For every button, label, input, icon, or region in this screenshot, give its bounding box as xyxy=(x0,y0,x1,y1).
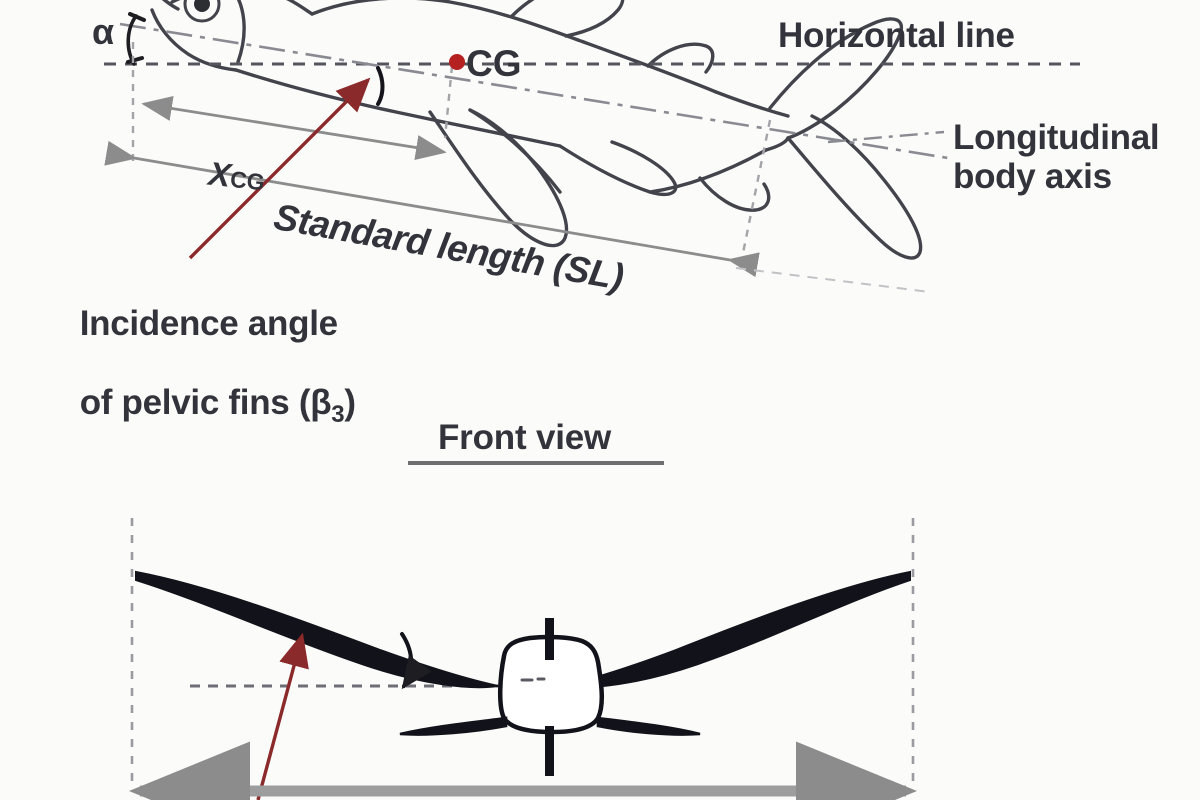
x-cg-subscript: CG xyxy=(228,165,266,196)
left-pectoral-fin xyxy=(135,570,499,689)
label-incidence-angle: Incidence angle of pelvic fins (β3) xyxy=(42,265,356,468)
front-view-title-underline xyxy=(408,461,664,465)
label-longitudinal-body-axis: Longitudinal body axis xyxy=(953,118,1160,197)
right-pectoral-fin xyxy=(561,570,911,689)
label-x-cg: XCG xyxy=(166,115,270,235)
front-view-angle-pointer-arrow xyxy=(256,632,309,800)
beta3-angle-arc xyxy=(376,66,385,106)
fish-body-front xyxy=(498,634,604,735)
incidence-angle-close-paren: ) xyxy=(344,382,356,422)
dihedral-angle-arc xyxy=(400,632,432,690)
ventral-fin-front xyxy=(545,726,554,776)
front-view-title: Front view xyxy=(438,418,612,457)
incidence-angle-line-2: of pelvic fins (β xyxy=(79,382,332,422)
longitudinal-axis-leader xyxy=(827,130,945,144)
incidence-angle-line-1: Incidence angle xyxy=(79,304,338,344)
sl-right-extension xyxy=(740,119,772,259)
alpha-arc-tick-top xyxy=(128,12,146,22)
fish-eye xyxy=(183,0,221,23)
label-horizontal-line: Horizontal line xyxy=(778,16,1015,55)
incidence-angle-subscript: 3 xyxy=(331,400,345,428)
label-cg: CG xyxy=(466,43,522,84)
right-pelvic-fin xyxy=(596,716,701,736)
xcg-right-extension xyxy=(443,65,454,139)
cg-marker-dot xyxy=(449,54,465,70)
alpha-angle-arc xyxy=(126,14,138,66)
dorsal-fin-front xyxy=(545,618,554,660)
label-alpha-angle: α xyxy=(92,11,115,52)
front-body-eye-hint xyxy=(520,677,546,682)
left-pelvic-fin xyxy=(399,716,508,736)
standard-length-baseline xyxy=(735,267,931,293)
alpha-arc-tick-bottom xyxy=(126,56,144,64)
